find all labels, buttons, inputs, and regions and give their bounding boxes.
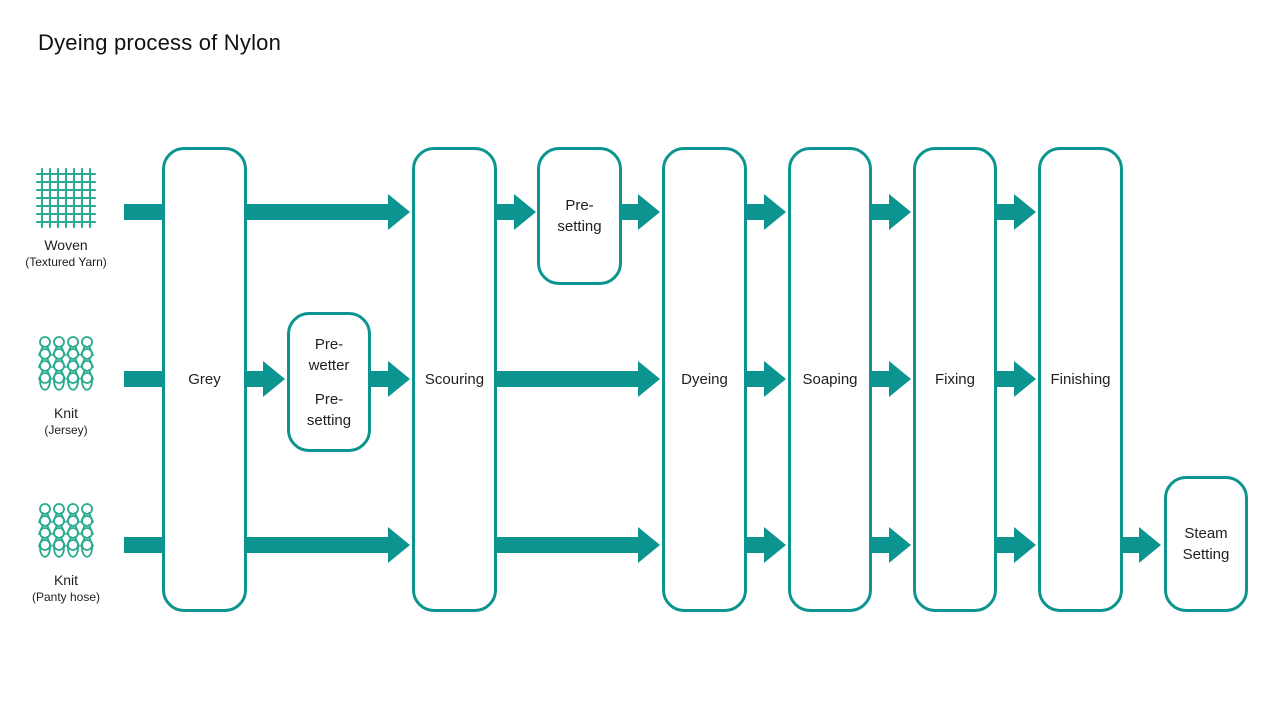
stage-box-soaping: Soaping xyxy=(788,147,872,612)
diagram-title: Dyeing process of Nylon xyxy=(38,30,282,55)
flow-arrow xyxy=(872,204,889,220)
stage-label: Soaping xyxy=(802,371,858,388)
knit-fabric-icon xyxy=(37,502,95,564)
source-detail: (Panty hose) xyxy=(31,589,101,604)
source-name: Knit xyxy=(53,405,79,421)
stage-box-fixing: Fixing xyxy=(913,147,997,612)
flow-arrow xyxy=(247,204,388,220)
flow-arrow xyxy=(997,537,1014,553)
source-name: Woven xyxy=(44,237,88,253)
flow-arrow xyxy=(872,537,889,553)
stage-label: Steam Setting xyxy=(1182,525,1230,563)
stage-box-pre-wetter: Pre-wetter Pre-setting xyxy=(287,312,371,452)
stage-box-steam-setting: Steam Setting xyxy=(1164,476,1248,612)
flow-arrow xyxy=(497,537,638,553)
flow-arrow xyxy=(622,204,638,220)
stage-label: Finishing xyxy=(1050,371,1111,388)
flow-arrow xyxy=(747,204,764,220)
flow-arrow xyxy=(872,371,889,387)
flow-arrow xyxy=(124,204,163,220)
source-knit-panty-hose: Knit (Panty hose) xyxy=(10,502,122,605)
source-detail: (Textured Yarn) xyxy=(25,254,107,269)
stage-label: Fixing xyxy=(934,371,975,388)
source-name: Knit xyxy=(53,572,79,588)
stage-box-pre-setting: Pre-setting xyxy=(537,147,622,285)
flow-arrow xyxy=(997,204,1014,220)
flow-arrow xyxy=(997,371,1014,387)
flow-arrow xyxy=(1123,537,1139,553)
flow-arrow xyxy=(497,204,514,220)
flow-arrow xyxy=(247,371,263,387)
source-detail: (Jersey) xyxy=(44,422,88,437)
flow-arrow xyxy=(747,537,764,553)
stage-label: Scouring xyxy=(424,371,485,388)
stage-label: Pre-wetter xyxy=(308,335,350,374)
stage-box-scouring: Scouring xyxy=(412,147,497,612)
woven-fabric-icon xyxy=(35,167,97,229)
flow-arrow xyxy=(247,537,388,553)
flow-arrow xyxy=(747,371,764,387)
stage-box-finishing: Finishing xyxy=(1038,147,1123,612)
stage-label: Pre-setting xyxy=(557,197,602,235)
stage-label: Dyeing xyxy=(681,371,728,388)
source-woven-textured-yarn: Woven (Textured Yarn) xyxy=(10,167,122,270)
knit-fabric-icon xyxy=(37,335,95,397)
flow-arrow xyxy=(497,371,638,387)
stage-label: Grey xyxy=(188,371,221,388)
stage-box-grey: Grey xyxy=(162,147,247,612)
flow-arrow xyxy=(371,371,388,387)
flow-arrow xyxy=(124,371,163,387)
stage-box-dyeing: Dyeing xyxy=(662,147,747,612)
source-knit-jersey: Knit (Jersey) xyxy=(10,335,122,438)
stage-label: Pre-setting xyxy=(306,390,352,429)
flow-arrow xyxy=(124,537,163,553)
